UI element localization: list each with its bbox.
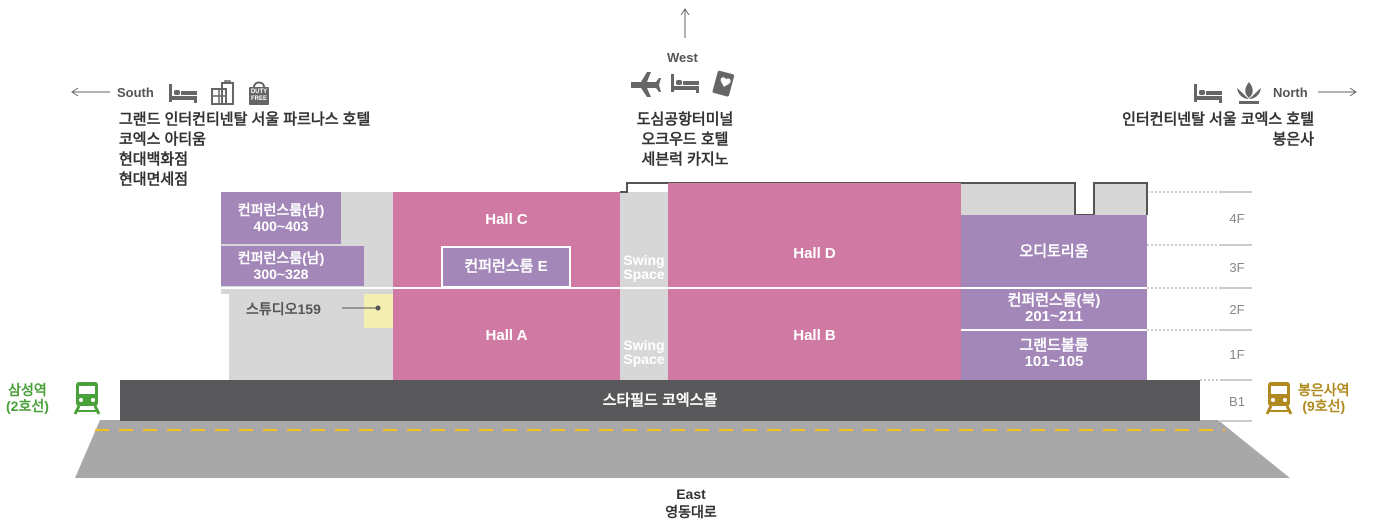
- landmark-seven-luck-casino: 세븐럭 카지노: [641, 151, 729, 168]
- hotel-bed-icon: [1194, 84, 1222, 103]
- swing-space-upper[interactable]: Swing Space: [620, 249, 668, 285]
- landmark-intercontinental-coex: 인터컨티넨탈 서울 코엑스 호텔: [1122, 111, 1314, 128]
- conference-room-e[interactable]: 컨퍼런스룸 E: [464, 258, 548, 275]
- conference-room-south-3f-number: 300~328: [253, 266, 309, 282]
- landmark-oakwood-hotel: 오크우드 호텔: [641, 131, 729, 148]
- conference-room-north-number: 201~211: [1025, 308, 1083, 325]
- floor-label-b1: B1: [1229, 394, 1245, 409]
- east-labels: East 영동대로: [591, 486, 791, 522]
- landmark-coex-artium: 코엑스 아티움: [119, 131, 206, 148]
- bongeunsa-station-label: 봉은사역 (9호선): [1298, 382, 1350, 414]
- hall-d[interactable]: Hall D: [793, 245, 836, 262]
- west-landmarks: 도심공항터미널 오크우드 호텔 세븐럭 카지노: [585, 110, 785, 170]
- samseong-station-line: (2호선): [6, 398, 49, 414]
- landmark-city-airport-terminal: 도심공항터미널: [636, 111, 734, 128]
- swing-space-lower-line2: Space: [623, 351, 665, 367]
- conference-room-south-4f-number: 400~403: [253, 218, 309, 234]
- casino-card-icon: [712, 70, 735, 97]
- landmark-grand-intercontinental: 그랜드 인터컨티넨탈 서울 파르나스 호텔: [119, 111, 371, 128]
- south-icons: DUTY FREE: [168, 80, 278, 108]
- landmark-bongeunsa-temple: 봉은사: [1272, 131, 1314, 148]
- duty-free-icon: DUTY FREE: [248, 80, 270, 106]
- swing-space-upper-line2: Space: [623, 266, 665, 282]
- conference-room-south-3f[interactable]: 컨퍼런스룸(남) 300~328: [221, 247, 341, 285]
- samseong-station-label: 삼성역 (2호선): [6, 382, 49, 414]
- conference-room-south-4f-name: 컨퍼런스룸(남): [237, 202, 325, 218]
- landmark-hyundai-department-store: 현대백화점: [119, 151, 189, 168]
- floor-label-4f: 4F: [1229, 211, 1245, 226]
- duty-free-text: DUTY FREE: [250, 89, 268, 102]
- swing-space-lower-line1: Swing: [623, 337, 665, 353]
- bongeunsa-station-line: (9호선): [1302, 398, 1346, 414]
- east-road-label: 영동대로: [665, 504, 717, 520]
- grand-ballroom-name: 그랜드볼룸: [1019, 337, 1089, 354]
- floor-label-2f: 2F: [1229, 302, 1245, 317]
- grand-ballroom-number: 101~105: [1024, 353, 1084, 370]
- hall-b[interactable]: Hall B: [793, 327, 836, 344]
- conference-room-south-4f[interactable]: 컨퍼런스룸(남) 400~403: [221, 194, 341, 242]
- hall-a[interactable]: Hall A: [485, 327, 528, 344]
- south-label: South: [117, 85, 154, 100]
- bongeunsa-train-icon: [1265, 382, 1293, 415]
- west-label: West: [667, 50, 698, 65]
- north-label: North: [1273, 85, 1308, 100]
- swing-space-lower[interactable]: Swing Space: [620, 334, 668, 370]
- conference-room-south-3f-name: 컨퍼런스룸(남): [237, 250, 325, 266]
- samseong-train-icon: [73, 382, 101, 415]
- bongeunsa-station-name: 봉은사역: [1298, 382, 1350, 398]
- studio-159[interactable]: 스튜디오159: [246, 301, 321, 317]
- hall-c[interactable]: Hall C: [485, 211, 528, 228]
- south-landmarks: 그랜드 인터컨티넨탈 서울 파르나스 호텔 코엑스 아티움 현대백화점 현대면세…: [119, 110, 370, 190]
- conference-room-north-name: 컨퍼런스룸(북): [1007, 292, 1101, 309]
- swing-space-upper-line1: Swing: [623, 252, 665, 268]
- starfield-coex-mall[interactable]: 스타필드 코엑스몰: [602, 391, 718, 409]
- north-icons: [1193, 80, 1273, 108]
- samseong-station-name: 삼성역: [8, 382, 47, 398]
- conference-room-north[interactable]: 컨퍼런스룸(북) 201~211: [961, 290, 1147, 328]
- floor-label-3f: 3F: [1229, 260, 1245, 275]
- east-label: East: [676, 486, 706, 502]
- west-icons: [628, 68, 748, 98]
- grand-ballroom[interactable]: 그랜드볼룸 101~105: [961, 334, 1147, 374]
- hotel-bed-icon: [671, 74, 699, 93]
- floor-label-1f: 1F: [1229, 347, 1245, 362]
- hotel-bed-icon: [169, 84, 197, 103]
- north-landmarks: 인터컨티넨탈 서울 코엑스 호텔 봉은사: [1020, 110, 1314, 150]
- airplane-icon: [631, 72, 661, 97]
- auditorium[interactable]: 오디토리움: [1019, 243, 1089, 260]
- temple-lotus-icon: [1237, 82, 1261, 104]
- landmark-hyundai-duty-free: 현대면세점: [119, 171, 189, 188]
- shopping-icon: [211, 80, 234, 105]
